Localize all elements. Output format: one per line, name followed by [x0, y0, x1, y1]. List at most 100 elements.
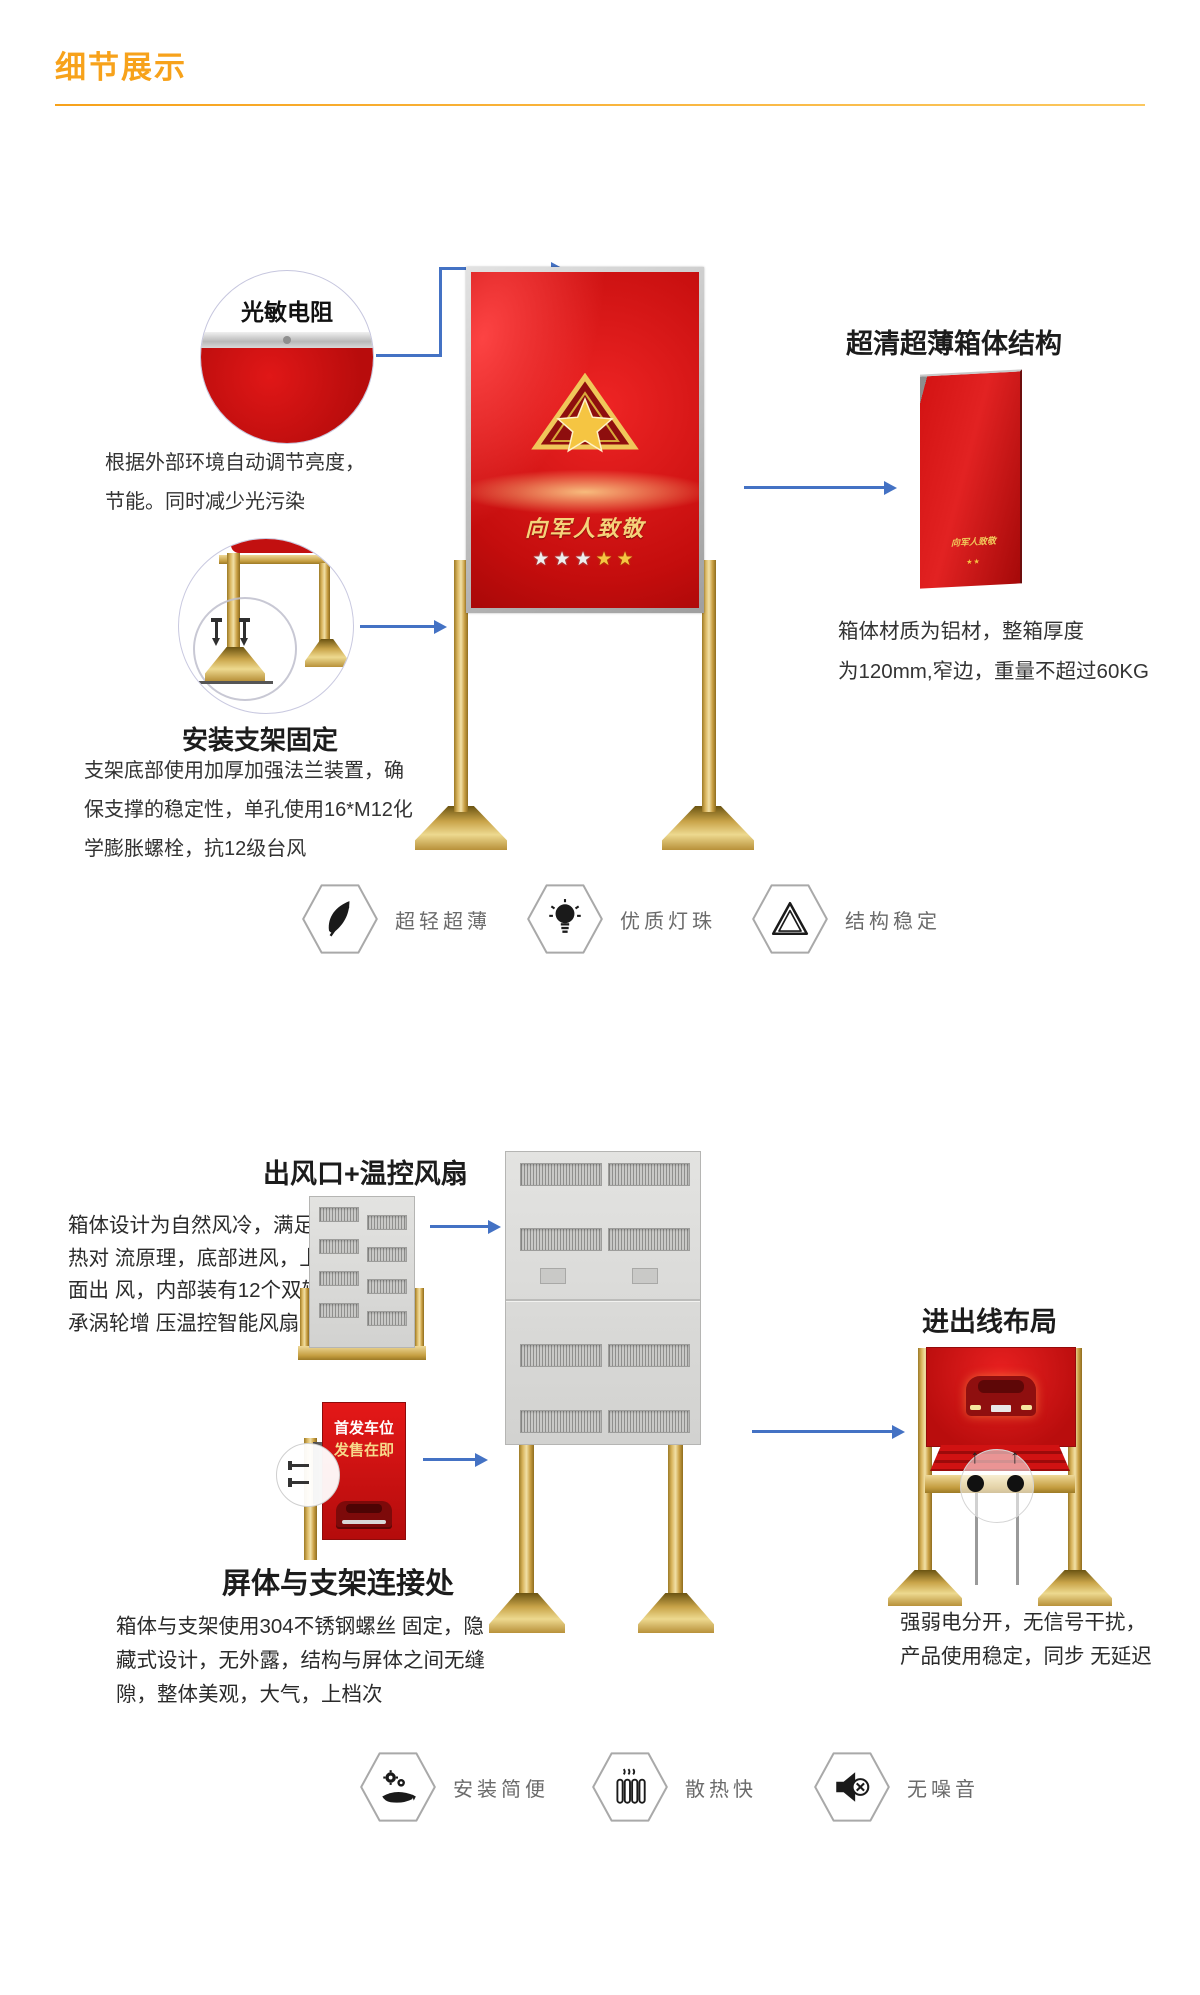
- zoom-circle-bracket-base: [178, 538, 354, 714]
- stand-right-pole: [702, 560, 716, 812]
- inner-highlight-circle: [193, 597, 297, 701]
- small-stand-base-bar: [298, 1346, 426, 1360]
- big-back-panel: [505, 1151, 701, 1445]
- poster-artwork: 向军人致敬 ★★★★★: [471, 272, 699, 608]
- feature-no-noise: 无噪音: [812, 1750, 979, 1824]
- wiring-stand-left-foot: [888, 1570, 962, 1606]
- screw-icon: [291, 1481, 309, 1484]
- vent-slot: [367, 1247, 407, 1262]
- connector-line: [744, 486, 884, 489]
- vent-slot: [319, 1239, 359, 1254]
- poster-title: 向军人致敬: [524, 515, 645, 541]
- connector-line: [376, 354, 442, 357]
- hand-gears-icon: [358, 1750, 438, 1824]
- vent-slot: [608, 1410, 690, 1433]
- title-divider: [55, 104, 1145, 106]
- feature-fast-cooling: 散热快: [590, 1750, 757, 1824]
- car-plate: [991, 1405, 1011, 1412]
- arrow-right-icon: [892, 1425, 905, 1439]
- car-graphic: [336, 1501, 392, 1527]
- side-poster-stars: ★★: [966, 558, 981, 567]
- connector-line: [360, 625, 434, 628]
- mini-poster-line2: 发售在即: [333, 1442, 394, 1459]
- panel-fitting: [540, 1268, 566, 1284]
- panel-fitting: [632, 1268, 658, 1284]
- back-stand-left-foot: [489, 1593, 565, 1633]
- small-stand-left-post: [300, 1288, 309, 1360]
- bracket-description: 支架底部使用加厚加强法兰装置，确 保支撑的稳定性，单孔使用16*M12化 学膨胀…: [84, 760, 413, 860]
- screw-head: [288, 1478, 292, 1487]
- arrow-right-icon: [884, 481, 897, 495]
- feature-label: 散热快: [685, 1778, 757, 1801]
- right-leg-detail: [319, 563, 330, 645]
- feather-icon: [300, 882, 380, 956]
- stand-left-pole: [454, 560, 468, 812]
- triangle-icon: [750, 882, 830, 956]
- wiring-stand-right-foot: [1038, 1570, 1112, 1606]
- small-back-panel: [309, 1196, 415, 1348]
- feature-label: 安装简便: [453, 1778, 549, 1801]
- bulb-icon: [525, 882, 605, 956]
- military-emblem-icon: [531, 372, 639, 453]
- anchor-bolt-head: [239, 618, 250, 622]
- flange-foot-detail: [305, 639, 349, 667]
- cabinet-description: 箱体材质为铝材，整箱厚度 为120mm,窄边，重量不超过60KG: [838, 620, 1149, 683]
- cabinet-heading: 超清超薄箱体结构: [846, 329, 1062, 359]
- car-headlight: [970, 1405, 981, 1410]
- zoom-circle-screws: [276, 1443, 340, 1507]
- feature-stable-structure: 结构稳定: [750, 882, 941, 956]
- vent-slot: [520, 1163, 602, 1186]
- anchor-bolt-icon: [240, 621, 248, 646]
- vent-slot: [608, 1228, 690, 1251]
- feature-ultra-light: 超轻超薄: [300, 882, 491, 956]
- stand-right-foot: [662, 806, 754, 850]
- feature-easy-install: 安装简便: [358, 1750, 549, 1824]
- feature-label: 无噪音: [907, 1778, 979, 1801]
- vent-slot: [319, 1303, 359, 1318]
- vent-slot: [367, 1279, 407, 1294]
- side-poster-title: 向军人致敬: [950, 535, 996, 549]
- wiring-heading: 进出线布局: [922, 1307, 1057, 1337]
- back-stand-left-pole: [519, 1440, 534, 1625]
- vent-slot: [367, 1311, 407, 1326]
- base-line: [199, 681, 273, 684]
- connector-line: [752, 1430, 892, 1433]
- photoresistor-sensor-dot: [283, 336, 291, 344]
- connector-line: [439, 269, 442, 357]
- crossbar-detail: [219, 555, 333, 564]
- photoresistor-description: 根据外部环境自动调节亮度， 节能。同时减少光污染: [105, 452, 365, 513]
- mini-poster-line1: 首发车位: [333, 1420, 394, 1437]
- vent-slot: [520, 1344, 602, 1367]
- car-graphic: [966, 1376, 1036, 1416]
- page-title: 细节展示: [55, 50, 187, 85]
- led-display-screen: 向军人致敬 ★★★★★: [466, 267, 704, 613]
- up-arrow-icon: ↑: [970, 1447, 980, 1468]
- wiring-poster: [926, 1347, 1076, 1447]
- up-arrow-icon: ↑: [1010, 1447, 1020, 1468]
- poster-stars: ★★★★★: [532, 548, 638, 570]
- arrow-right-icon: [434, 620, 447, 634]
- screen-red-detail: [201, 348, 373, 443]
- wiring-description: 强弱电分开，无信号干扰， 产品使用稳定，同步 无延迟: [900, 1611, 1152, 1668]
- back-stand-right-foot: [638, 1593, 714, 1633]
- stand-left-foot: [415, 806, 507, 850]
- vent-slot: [608, 1163, 690, 1186]
- vent-slot: [319, 1271, 359, 1286]
- cabinet-seam: [506, 1299, 700, 1301]
- feature-label: 超轻超薄: [395, 910, 491, 933]
- vent-slot: [608, 1344, 690, 1367]
- vent-slot: [520, 1410, 602, 1433]
- screw-icon: [291, 1464, 309, 1467]
- muted-speaker-icon: [812, 1750, 892, 1824]
- anchor-bolt-icon: [212, 621, 220, 646]
- vent-slot: [520, 1228, 602, 1251]
- vent-description: 箱体设计为自然风冷，满足 热对 流原理，底部进风，上 面出 风，内部装有12个双…: [68, 1214, 322, 1335]
- feature-label: 结构稳定: [845, 910, 941, 933]
- screw-head: [288, 1461, 292, 1470]
- cabinet-side-view: 向军人致敬 ★★: [920, 369, 1022, 589]
- back-stand-right-pole: [668, 1440, 683, 1625]
- anchor-bolt-head: [211, 618, 222, 622]
- screen-bottom-detail: [231, 539, 323, 553]
- feature-label: 优质灯珠: [620, 910, 716, 933]
